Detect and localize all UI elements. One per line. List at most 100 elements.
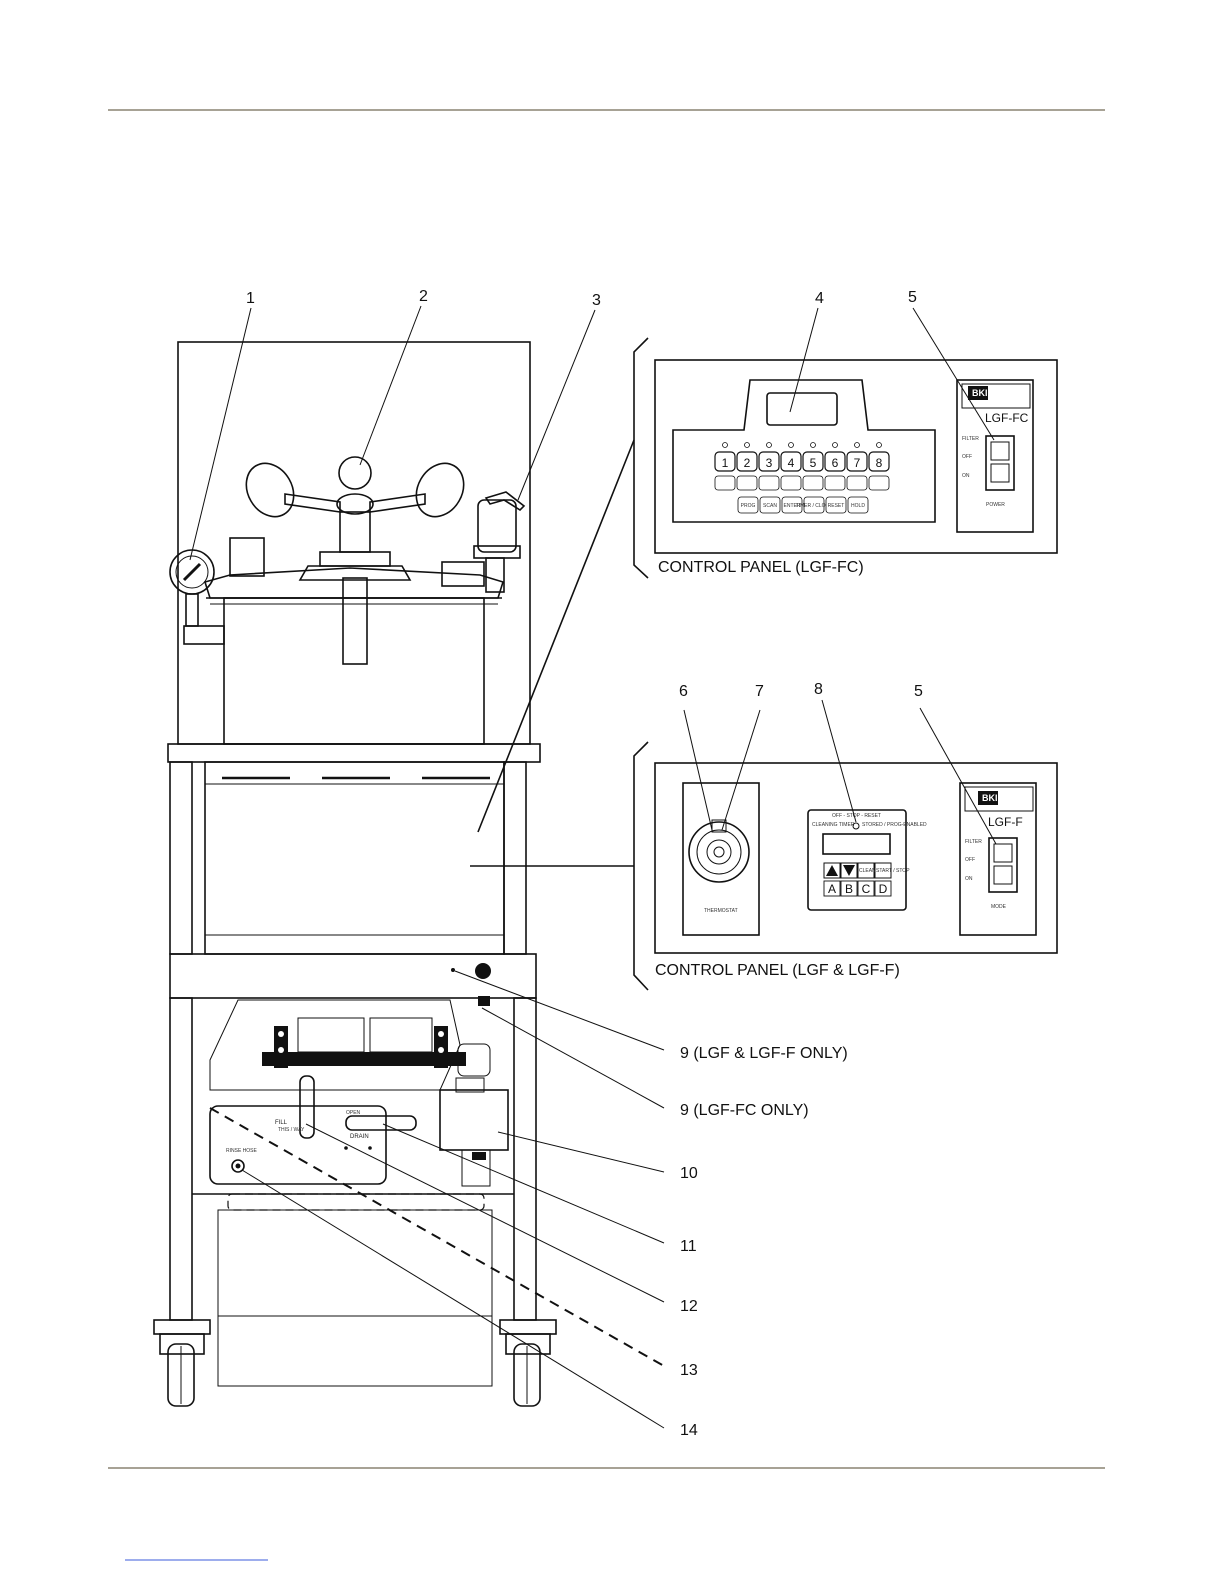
fc-product-key [824,451,846,472]
timer-sub-right: STORED / PROG-ENABLED [862,822,927,828]
fc-function-key [781,496,803,514]
fc-switch-off: OFF [962,454,972,460]
caption-panel-fc: CONTROL PANEL (LGF-FC) [658,559,864,576]
fc-number-keys: 1 2 3 4 5 6 7 8 [714,442,890,472]
fc-product-key-label: 1 [722,456,729,470]
callout-4: 4 [815,290,824,307]
fc-blank-key [824,475,846,491]
callout-10: 10 [680,1165,698,1182]
fc-function-key [737,496,759,514]
fc-blank-key [868,475,890,491]
fc-blank-key [780,475,802,491]
fc-product-key [780,451,802,472]
fc-function-key [847,496,869,514]
fc-function-key-label: HOLD [851,503,865,509]
fc-indicator-led [854,442,860,448]
callout-1: 1 [246,290,255,307]
fc-product-key-label: 8 [876,456,883,470]
timer-header: OFF - STOP - RESET [832,813,881,819]
control-panel-lgf-f: THERMOSTAT OFF - STOP - RESET CLEANING T… [633,741,1058,991]
valve-rinse-label: RINSE HOSE [226,1148,258,1154]
valve-fill-sub: THIS / WAY [278,1127,305,1133]
fc-product-key-label: 6 [832,456,839,470]
timer-sub-left: CLEANING TIMER [812,822,855,828]
fc-function-key-label: TIMER / CLOCK [796,503,834,509]
fc-product-key-label: 4 [788,456,795,470]
timer-letter-key-label: C [862,882,871,896]
callout-5-fc: 5 [908,289,917,306]
f-switch-filter: FILTER [965,839,982,845]
callout-11: 11 [680,1238,697,1255]
f-model-label: LGF-F [988,815,1023,829]
fc-blank-key [758,475,780,491]
fc-function-key-label: SCAN [763,503,777,509]
f-switch-off: OFF [965,857,975,863]
callout-3: 3 [592,292,601,309]
fc-function-key [803,496,825,514]
fc-product-key-label: 5 [810,456,817,470]
callout-9a: 9 (LGF & LGF-F ONLY) [680,1045,848,1062]
callout-9b: 9 (LGF-FC ONLY) [680,1102,809,1119]
timer-start-key: START / STOP [876,868,910,874]
fc-product-key-label: 3 [766,456,773,470]
fc-switch-footer: POWER [986,502,1005,508]
valve-fill-label: FILL [275,1120,288,1126]
fc-blank-key [714,475,736,491]
fc-switch-filter: FILTER [962,436,979,442]
fc-product-key [846,451,868,472]
caption-panel-f: CONTROL PANEL (LGF & LGF-F) [655,962,900,979]
fc-function-key-label: ENTER [784,503,801,509]
callout-12: 12 [680,1298,698,1315]
callout-2: 2 [419,288,428,305]
fc-indicator-led [788,442,794,448]
fc-indicator-led [766,442,772,448]
timer-letter-key-label: A [828,882,836,896]
fc-function-key-label: RESET [828,503,845,509]
callout-7: 7 [755,683,764,700]
fc-function-key-label: PROG [741,503,756,509]
fc-product-key [736,451,758,472]
callout-14: 14 [680,1422,698,1439]
fc-blank-key [736,475,758,491]
timer-letter-key-label: B [845,882,853,896]
fc-model-label: LGF-FC [985,411,1029,425]
fc-indicator-led [810,442,816,448]
callout-6: 6 [679,683,688,700]
f-switch-on: ON [965,876,973,882]
timer-clean-key: CLEAN [859,868,876,874]
thermostat-label: THERMOSTAT [704,908,738,914]
valve-drain-label: DRAIN [350,1134,369,1140]
f-switch-footer: MODE [991,904,1007,910]
fc-indicator-led [876,442,882,448]
timer-letter-key [857,880,875,897]
fc-product-key-label: 2 [744,456,751,470]
callout-5-f: 5 [914,683,923,700]
fc-indicator-led [832,442,838,448]
fc-product-key [758,451,780,472]
callout-8: 8 [814,681,823,698]
timer-letter-key [840,880,858,897]
fc-indicator-led [744,442,750,448]
fc-switch-on: ON [962,473,970,479]
timer-letter-key-label: D [879,882,888,896]
callout-13: 13 [680,1362,698,1379]
timer-letter-key [823,880,841,897]
f-logo-mark: BKI [982,793,998,803]
timer-letter-key [874,880,892,897]
fc-blank-keys [714,475,890,491]
fc-product-key [868,451,890,472]
fc-product-key [802,451,824,472]
fc-product-key-label: 7 [854,456,861,470]
fc-blank-key [802,475,824,491]
fc-product-key [714,451,736,472]
fc-logo-mark: BKI [972,388,988,398]
fc-indicator-led [722,442,728,448]
fryer-body: FILL THIS / WAY OPEN DRAIN RINSE HOSE [153,341,557,1407]
fc-blank-key [846,475,868,491]
connector-to-panel-fc [477,439,635,833]
fc-function-key [825,496,847,514]
